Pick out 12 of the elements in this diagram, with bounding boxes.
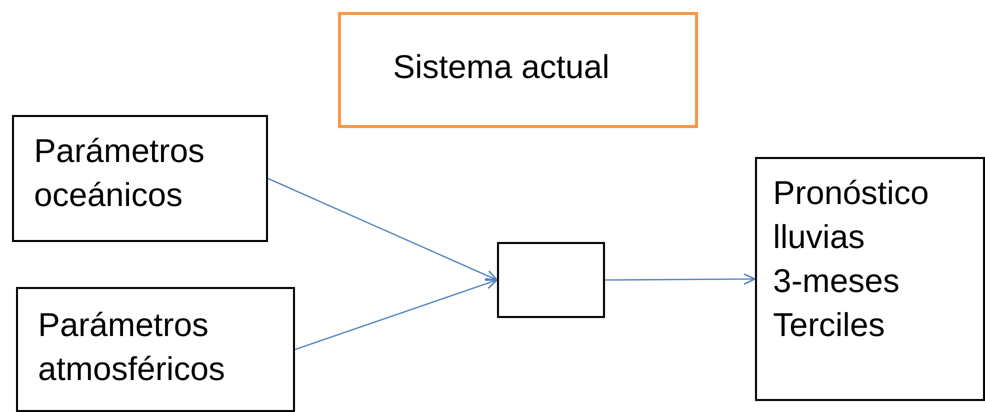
- arrow: [268, 178, 498, 281]
- node-label: Parámetros oceánicos: [34, 131, 206, 215]
- process-box: [497, 242, 605, 318]
- title-box: [338, 12, 698, 128]
- process-box: [12, 115, 268, 242]
- process-box: [16, 287, 295, 412]
- node-label: Sistema actual: [393, 47, 610, 87]
- node-label: Pronóstico lluvias 3-meses Terciles: [773, 173, 930, 345]
- node-label: Parámetros atmosféricos: [38, 305, 226, 389]
- arrow: [605, 273, 756, 285]
- arrow: [294, 278, 498, 350]
- process-box: [755, 157, 985, 401]
